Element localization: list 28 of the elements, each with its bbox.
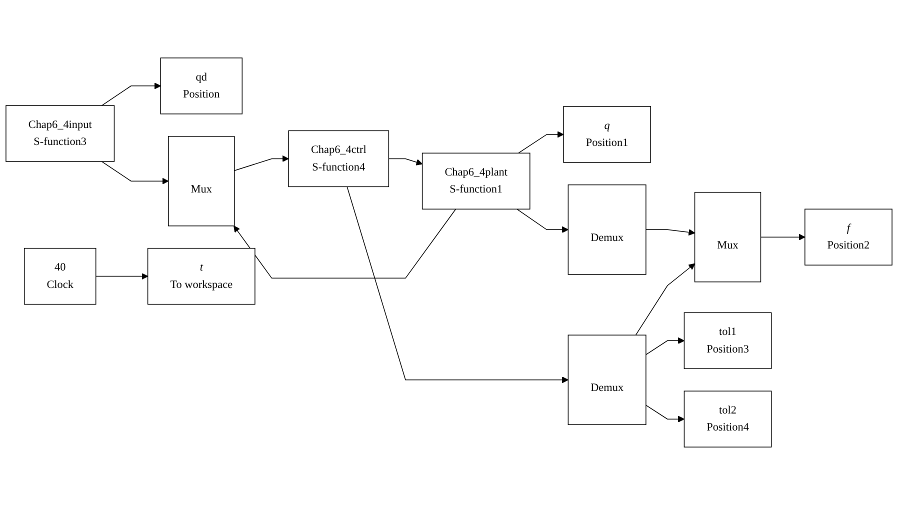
node-box: t To workspace [147,248,256,305]
node-box: Demux [568,334,646,426]
node-box: Mux [694,192,762,282]
node-box: Chap6_4plant S-function1 [422,152,530,210]
node-box: Chap6_4input S-function3 [6,105,115,162]
arrow [516,208,568,233]
node-box: q Position1 [563,106,651,163]
arrow [646,229,696,236]
arrow [760,234,806,240]
arrow [234,155,289,171]
arrow [646,404,684,422]
node-box: Mux [168,136,235,226]
node-box: tol1 Position3 [684,312,772,370]
arrow [101,82,161,106]
arrow [518,131,564,154]
arrow [646,337,684,355]
node-box: Demux [568,184,646,275]
arrow [101,161,169,184]
arrow [635,263,696,336]
arrow [96,273,148,280]
arrow [346,186,568,384]
node-box: Chap6_4ctrl S-function4 [288,130,390,188]
node-box: qd Position [160,58,243,114]
node-box: tol2 Position4 [684,390,772,448]
node-box: f Position2 [804,208,892,266]
arrow [234,208,456,279]
arrow [388,158,423,166]
node-box: 40 Clock [24,248,96,305]
